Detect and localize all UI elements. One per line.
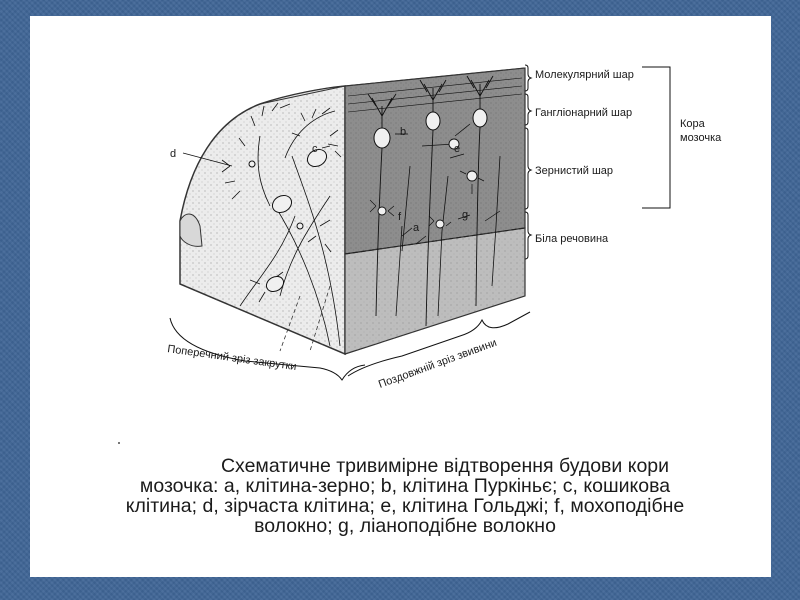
letter-c: c (312, 143, 318, 155)
layer-brackets (524, 64, 671, 260)
label-cortex-line1: Кора (680, 118, 706, 130)
caption-line-1: Схематичне тривимірне відтворення будови… (220, 455, 670, 477)
label-molecular-layer: Молекулярний шар (535, 69, 634, 81)
caption-line-2: мозочка: a, клітина-зерно; b, клітина Пу… (139, 475, 671, 497)
figure-caption: Схематичне тривимірне відтворення будови… (60, 456, 750, 536)
purkinje-cells (373, 108, 488, 149)
label-white-matter: Біла речовина (535, 233, 609, 245)
longitudinal-bracket (347, 311, 531, 377)
caption-line-3: клітина; d, зірчаста клітина; e, клітина… (125, 495, 685, 517)
letter-g: g (462, 209, 468, 221)
transverse-bracket (169, 317, 366, 381)
slide: d c b e g f a Молекулярний шар Гангліона… (30, 16, 771, 577)
label-ganglionic-layer: Гангліонарний шар (535, 107, 632, 119)
caption-line-4: волокно; g, ліаноподібне волокно (254, 515, 556, 537)
label-cortex-line2: мозочка (680, 132, 722, 144)
parallel-fibers (347, 77, 523, 113)
letter-e: e (454, 143, 460, 155)
letter-a: a (413, 222, 420, 234)
letter-f: f (398, 211, 402, 223)
speck (118, 442, 120, 444)
label-longitudinal-section: Поздовжній зріз звивини (377, 337, 499, 391)
letter-b: b (400, 126, 406, 138)
letter-d: d (170, 148, 176, 160)
cerebellar-cortex-diagram: d c b e g f a Молекулярний шар Гангліона… (167, 64, 722, 391)
label-transverse-section: Поперечний зріз закрутки (167, 343, 298, 373)
label-granular-layer: Зернистий шар (535, 165, 613, 177)
